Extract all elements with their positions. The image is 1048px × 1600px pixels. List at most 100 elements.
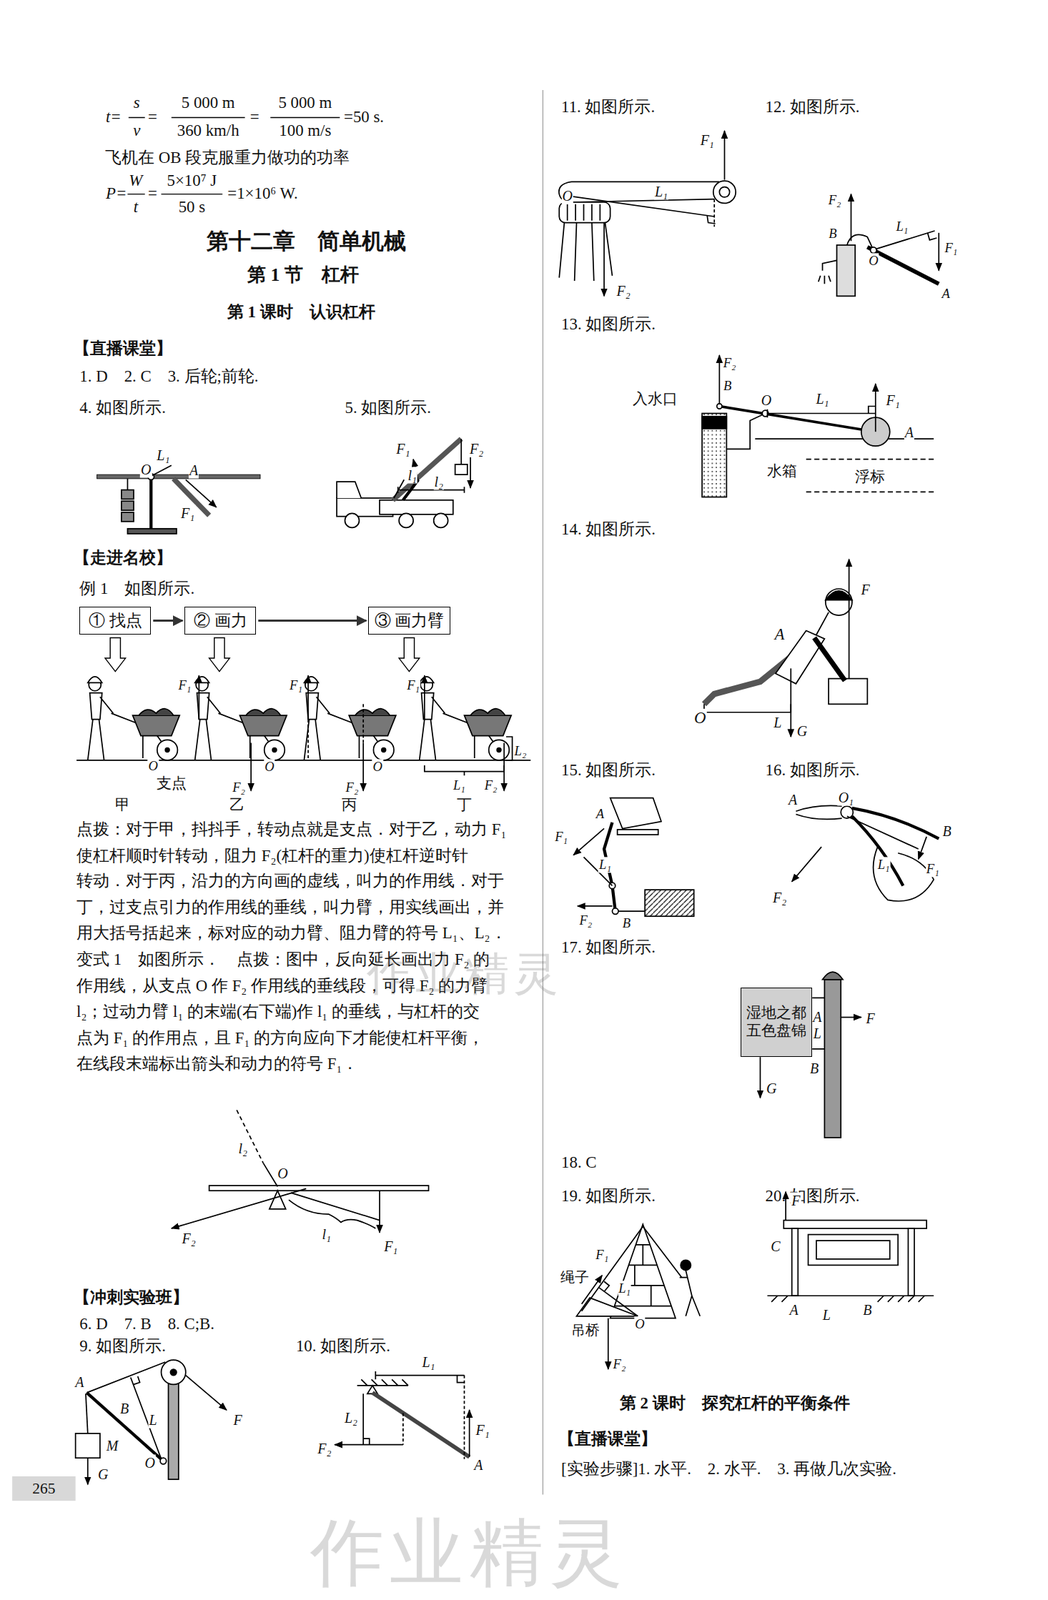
tank-figure-13-part — [719, 406, 876, 433]
body-text: 19. 如图所示. — [561, 1187, 656, 1206]
figure-label: t — [132, 198, 139, 217]
figure-label: 吊桥 — [571, 1322, 600, 1339]
body-text: 11. 如图所示. — [561, 97, 655, 117]
figure-label: F₂ — [316, 1441, 332, 1458]
pump-figure-12-part — [927, 233, 938, 241]
variant-figure-part — [290, 1193, 380, 1221]
lever-figure-4-part — [121, 490, 134, 500]
crane-figure-5 — [336, 438, 471, 528]
figure-label: B — [722, 378, 733, 394]
body-text: 作用线，从支点 O 作 F₂ 作用线的垂线段，可得 F₂ 的力臂 — [76, 977, 488, 996]
figure-label: v — [132, 121, 141, 141]
pliers-figure-16-part — [852, 816, 903, 886]
figure-label: M — [105, 1437, 120, 1455]
press-figure-11-part — [559, 181, 720, 203]
lever-figure-4-part — [121, 512, 134, 522]
column-divider — [542, 90, 544, 1496]
figure-label: F₂ — [722, 356, 738, 372]
figure-label: l₂ — [237, 1140, 249, 1158]
flow-arrow — [152, 619, 183, 622]
lever-figure-10-part — [402, 1413, 404, 1445]
figure-label: W — [127, 171, 143, 191]
body-text: 14. 如图所示. — [561, 520, 656, 540]
pedal-figure-15-part — [611, 908, 619, 916]
node-text: ② 画力 — [193, 611, 248, 631]
pliers-figure-16 — [792, 805, 940, 902]
wheelbarrow-figures-part — [506, 737, 513, 761]
body-text: 9. 如图所示. — [79, 1337, 166, 1357]
figure-label: B — [119, 1401, 130, 1418]
wheelbarrow-figures-part — [424, 765, 504, 776]
section-heading: 【直播课堂】 — [73, 339, 173, 359]
figure-label: L₁ — [815, 391, 830, 408]
drawbridge-figure-19-part — [581, 1226, 644, 1312]
figure-label: B — [809, 1060, 820, 1077]
figure-label: l₁ — [406, 467, 418, 484]
drawbridge-figure-19-part — [642, 1226, 682, 1278]
pushup-figure-14-part — [828, 679, 868, 705]
lever-figure-4-part — [121, 501, 134, 511]
body-text: [实验步骤]1. 水平. 2. 水平. 3. 再做几次实验. — [561, 1459, 897, 1479]
variant-figure — [171, 1110, 429, 1233]
figure-label: F₂ — [827, 192, 843, 208]
tank-figure-13-part — [726, 413, 765, 449]
figure-label: L — [822, 1307, 832, 1324]
figure-label: A — [787, 792, 798, 809]
pliers-figure-16-part — [792, 847, 822, 883]
pushup-figure-14-part — [704, 704, 791, 713]
wheelbarrow-figures-part — [419, 676, 512, 761]
tank-figure-13 — [702, 355, 934, 497]
figure-label: 支点 — [156, 774, 187, 793]
section-heading: 第 1 节 杠杆 — [247, 265, 359, 287]
node-text: ① 找点 — [88, 611, 143, 631]
crane-figure-5-part — [398, 486, 465, 494]
figure-label: 5×10⁷ J — [167, 171, 218, 191]
figure-label: F₁ — [395, 441, 411, 458]
lever-figure-10-part — [334, 1444, 404, 1447]
signpost-figure-17-part — [824, 980, 841, 1139]
tank-figure-13-part — [806, 459, 934, 493]
table-figure-20-part — [783, 1220, 927, 1229]
section-heading: 第 2 课时 探究杠杆的平衡条件 — [619, 1394, 850, 1414]
pulley-figure-9-part — [130, 1377, 162, 1460]
table-figure-20-part — [792, 1228, 799, 1297]
lever-figure-4-part — [127, 529, 177, 535]
wheelbarrow-figures-part — [308, 704, 364, 761]
node-text: 湿地之都 五色盘锦 — [745, 1004, 808, 1041]
press-figure-11-part — [713, 180, 736, 204]
figure-label: 50 s — [178, 198, 206, 217]
figure-label: L₁ — [155, 446, 171, 464]
pliers-figure-16-part — [918, 837, 927, 860]
figure-label: A — [904, 424, 915, 442]
body-text: 变式 1 如图所示． 点拨：图中，反向延长画出力 F₂ 的 — [76, 950, 490, 970]
figure-label: F₂ — [616, 282, 632, 299]
lever-figure-10-part — [463, 1376, 466, 1460]
lever-figure-10 — [334, 1371, 469, 1460]
variant-figure-part — [263, 1163, 278, 1188]
pushup-figure-14 — [704, 559, 868, 738]
body-text: 水箱 — [767, 462, 798, 481]
pushup-figure-14-part — [789, 668, 792, 738]
pulley-figure-9-part — [85, 1393, 88, 1435]
body-text: 10. 如图所示. — [295, 1337, 391, 1357]
body-text: 5. 如图所示. — [344, 398, 432, 418]
figure-label: O — [867, 253, 879, 269]
pump-figure-12-part — [937, 233, 940, 271]
figure-label: F₂ — [578, 912, 593, 928]
press-figure-11-part — [724, 130, 726, 181]
node-text: ③ 画力臂 — [374, 611, 445, 631]
figure-label: F₂ — [345, 779, 360, 795]
figure-label: L₁ — [617, 1281, 632, 1297]
variant-figure-part — [378, 1190, 381, 1234]
tank-figure-13-part — [719, 355, 721, 405]
lever-figure-4 — [97, 465, 261, 535]
figure-label: A — [788, 1301, 799, 1319]
crane-figure-5-part — [336, 481, 362, 499]
tank-figure-13-part — [702, 413, 727, 497]
figure-label: O — [760, 391, 773, 409]
process-arrows — [105, 638, 420, 672]
tank-figure-13-part — [717, 403, 723, 409]
drawbridge-figure-19-part — [576, 1298, 639, 1317]
